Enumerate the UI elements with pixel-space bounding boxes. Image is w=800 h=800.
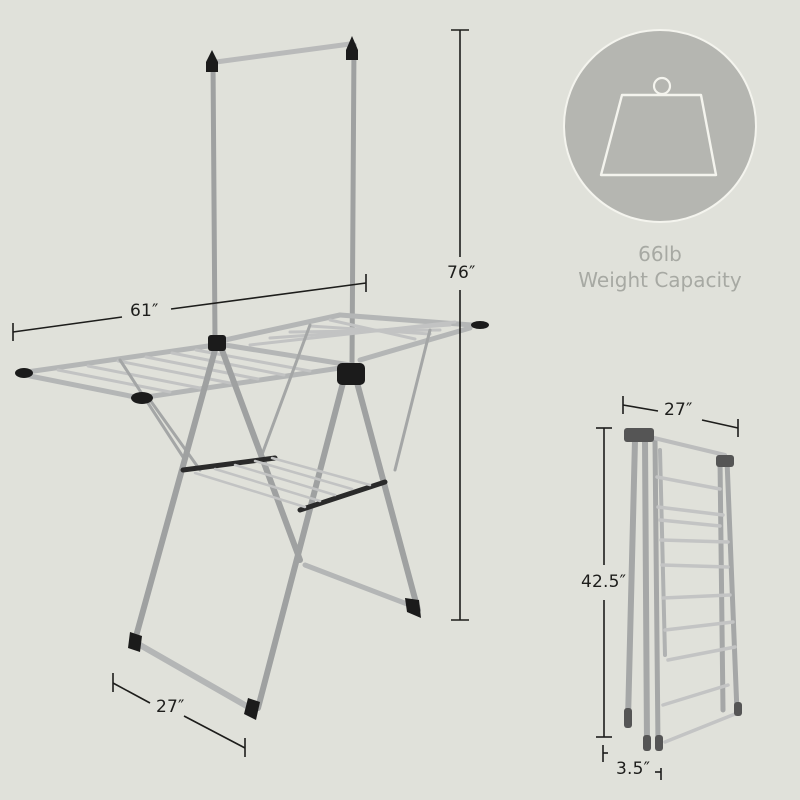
folded-width-label: 27″: [664, 400, 693, 420]
depth-label: 27″: [156, 697, 185, 717]
folded-height-label: 42.5″: [581, 572, 627, 592]
height-label: 76″: [447, 263, 476, 283]
weight-value: 66lb: [638, 242, 682, 266]
width-label: 61″: [130, 301, 159, 321]
folded-thickness-label: 3.5″: [616, 759, 651, 779]
weight-caption: Weight Capacity: [578, 268, 742, 292]
